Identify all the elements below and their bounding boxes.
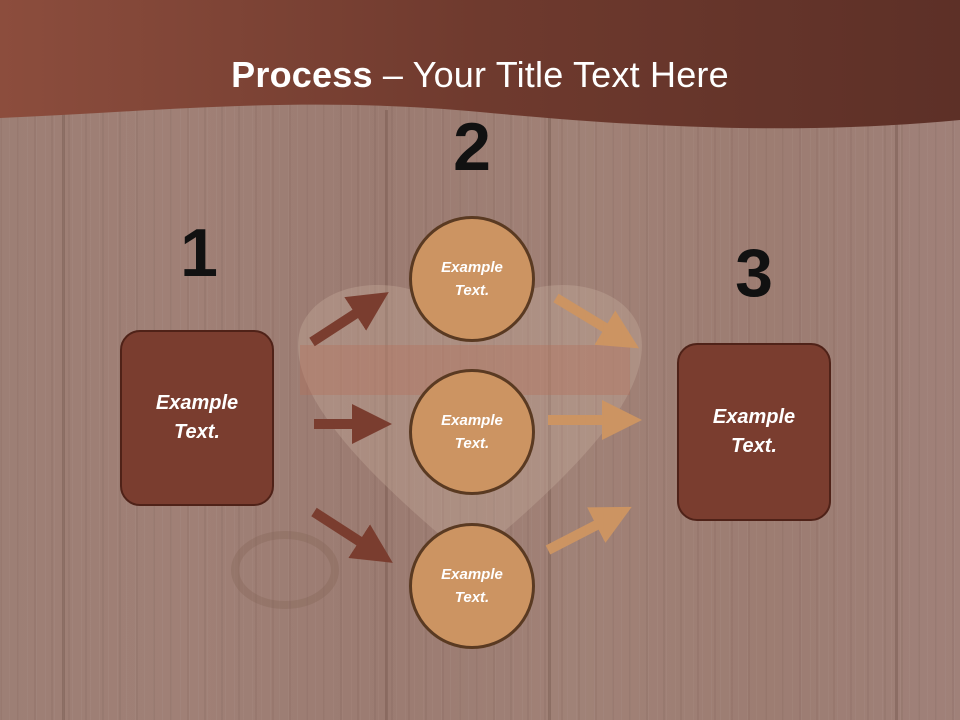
title-bold: Process — [231, 54, 373, 95]
slide-title: Process – Your Title Text Here — [0, 54, 960, 96]
arrow-top-to-3 — [553, 293, 640, 349]
step-3-text-line2: Text. — [731, 435, 777, 457]
step-2-circle-top: Example Text. — [409, 216, 535, 342]
title-separator: – — [372, 54, 413, 95]
circle-bottom-line1: Example — [441, 566, 503, 583]
step-1-box: Example Text. — [120, 330, 274, 506]
header-banner — [0, 0, 960, 129]
arrow-1-to-bottom — [311, 507, 393, 563]
circle-middle-line1: Example — [441, 412, 503, 429]
step-1-text-line1: Example — [155, 392, 239, 414]
step-number-2: 2 — [453, 109, 491, 185]
circle-top-line2: Text. — [454, 282, 490, 299]
circle-bottom-line2: Text. — [454, 589, 490, 606]
circle-middle-line2: Text. — [454, 435, 490, 452]
step-1-text-line2: Text. — [174, 421, 220, 443]
arrow-bottom-to-3 — [545, 506, 632, 555]
step-number-3: 3 — [735, 235, 773, 311]
title-rest: Your Title Text Here — [412, 54, 729, 95]
circle-top-line1: Example — [441, 259, 503, 276]
step-3-text-line1: Example — [712, 406, 796, 428]
step-2-circle-middle: Example Text. — [409, 369, 535, 495]
step-number-1: 1 — [180, 215, 218, 291]
arrow-1-to-top — [309, 292, 389, 347]
step-3-box: Example Text. — [677, 343, 831, 521]
step-2-circle-bottom: Example Text. — [409, 523, 535, 649]
